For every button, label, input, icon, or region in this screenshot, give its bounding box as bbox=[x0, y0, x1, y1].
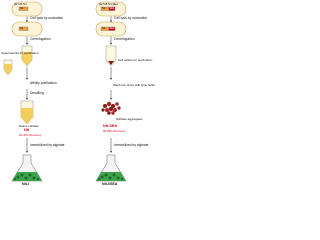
right-pellets-label: Cell pellets for purification bbox=[118, 58, 153, 62]
right-gene-label: Nit bbox=[102, 7, 106, 10]
right-product-name: Nit-SEA bbox=[103, 124, 118, 128]
right-step-centrifugation: Centrifugation bbox=[114, 37, 135, 41]
left-gene-label-2: Nit bbox=[20, 27, 24, 30]
workflow-graphics bbox=[3, 1, 127, 182]
right-centrifuge-tube bbox=[105, 45, 117, 67]
right-flask bbox=[95, 154, 127, 182]
left-nitrilase-tube bbox=[20, 100, 34, 125]
left-cell-top bbox=[11, 1, 43, 17]
left-supernatant-tube bbox=[3, 59, 13, 76]
right-recovery: 90-96% Recovery bbox=[103, 129, 126, 133]
right-tag-label-2: SEA bbox=[109, 27, 115, 30]
left-product-label: Native nitrilase bbox=[19, 124, 39, 128]
right-product-label: Nitrilase aggregates bbox=[116, 117, 143, 121]
left-recovery: 25-40% Recovery bbox=[19, 132, 42, 137]
left-step-lysis: Cell lysis by sonication bbox=[30, 16, 64, 20]
left-centrifuge-tube bbox=[21, 45, 33, 67]
left-product-name: Nit bbox=[24, 128, 30, 132]
left-step-centrifugation: Centrifugation bbox=[30, 37, 51, 41]
left-step-desalting: Desalting bbox=[30, 91, 44, 95]
left-plasmid-label: pET28-Nit bbox=[14, 2, 27, 6]
right-step-lysis: Cell lysis by sonication bbox=[114, 16, 148, 20]
left-supernatant-label: Supernatants for purification bbox=[1, 51, 39, 55]
left-result-label: Nit-I bbox=[22, 182, 29, 186]
left-cell-lysed bbox=[11, 21, 43, 37]
left-step-affinity: Affinity purification bbox=[30, 81, 57, 85]
left-step-immobilized: Immobilized by alginate bbox=[30, 143, 65, 147]
right-wash-label: Wash two times with lysis buffer bbox=[113, 83, 156, 87]
right-tag-label: SEA bbox=[109, 7, 115, 10]
right-aggregates bbox=[101, 101, 121, 115]
right-result-label: Nit-I/SEA bbox=[102, 182, 118, 186]
right-gene-label-2: Nit bbox=[102, 27, 106, 30]
right-step-immobilized: Immobilized by alginate bbox=[114, 143, 149, 147]
right-plasmid-label: pET28-Nit-SEA bbox=[99, 2, 119, 6]
right-cell-top bbox=[95, 1, 127, 17]
left-flask bbox=[11, 154, 43, 182]
left-gene-label: Nit bbox=[20, 7, 24, 10]
